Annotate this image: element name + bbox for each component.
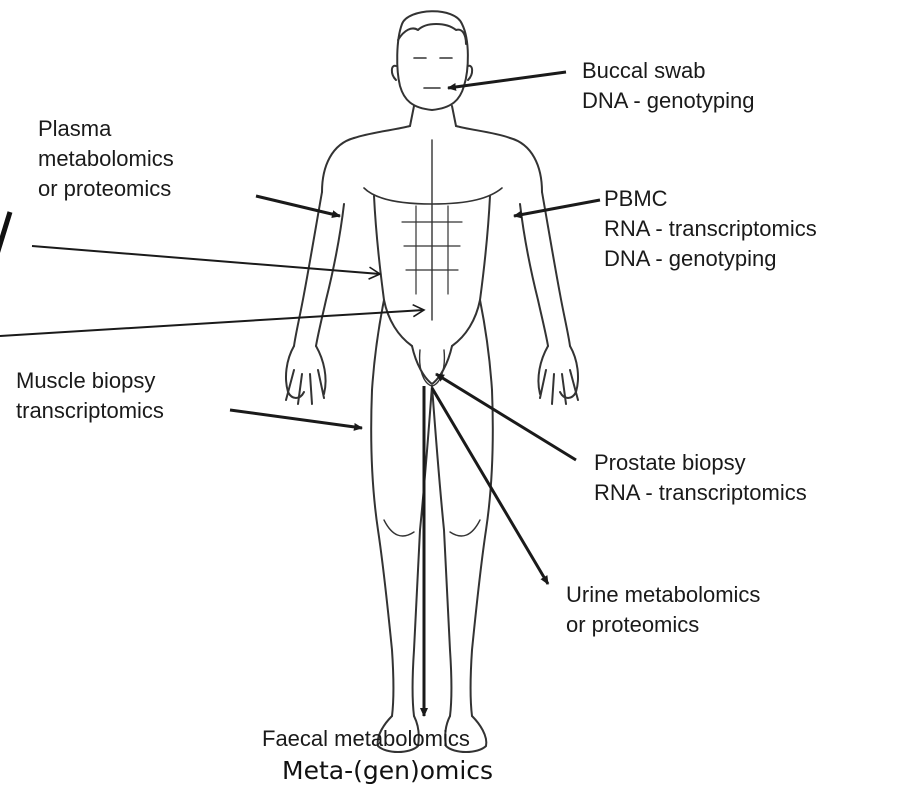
prostate-label: Prostate biopsy RNA - transcriptomics [594,448,807,508]
buccal-label-line-2: DNA - genotyping [582,86,754,116]
urine-label-line-1: Urine metabolomics [566,580,760,610]
figure-head [397,11,468,110]
plasma-label: Plasma metabolomics or proteomics [38,114,174,204]
urine-arrow [432,388,548,584]
figure-right-leg [471,390,493,716]
pbmc-label-line-3: DNA - genotyping [604,244,817,274]
faecal-label: Faecal metabolomics [262,724,470,754]
figure-left-leg [371,390,393,716]
pbmc-label-line-2: RNA - transcriptomics [604,214,817,244]
plasma-label-line-2: metabolomics [38,144,174,174]
plasma-label-line-1: Plasma [38,114,174,144]
muscle-arrow [230,410,362,428]
muscle-label-line-1: Muscle biopsy [16,366,164,396]
plasma-label-line-3: or proteomics [38,174,174,204]
urine-label: Urine metabolomics or proteomics [566,580,760,640]
muscle-label-line-2: transcriptomics [16,396,164,426]
pbmc-label: PBMC RNA - transcriptomics DNA - genotyp… [604,184,817,274]
edge-slash-mark [0,212,10,264]
buccal-label: Buccal swab DNA - genotyping [582,56,754,116]
pbmc-label-line-1: PBMC [604,184,817,214]
figure-right-arm [542,192,570,346]
meta-genomics-label: Meta-(gen)omics [282,756,493,786]
upper-pointer-arrow [32,246,380,274]
prostate-label-line-1: Prostate biopsy [594,448,807,478]
prostate-label-line-2: RNA - transcriptomics [594,478,807,508]
figure-left-hand [286,346,326,398]
urine-label-line-2: or proteomics [566,610,760,640]
human-figure [286,11,578,752]
lower-pointer-arrow [0,310,424,336]
buccal-label-line-1: Buccal swab [582,56,754,86]
muscle-label: Muscle biopsy transcriptomics [16,366,164,426]
pbmc-arrow [514,200,600,216]
plasma-arrow [256,196,340,216]
prostate-arrow [436,374,576,460]
figure-right-hand [538,346,578,398]
